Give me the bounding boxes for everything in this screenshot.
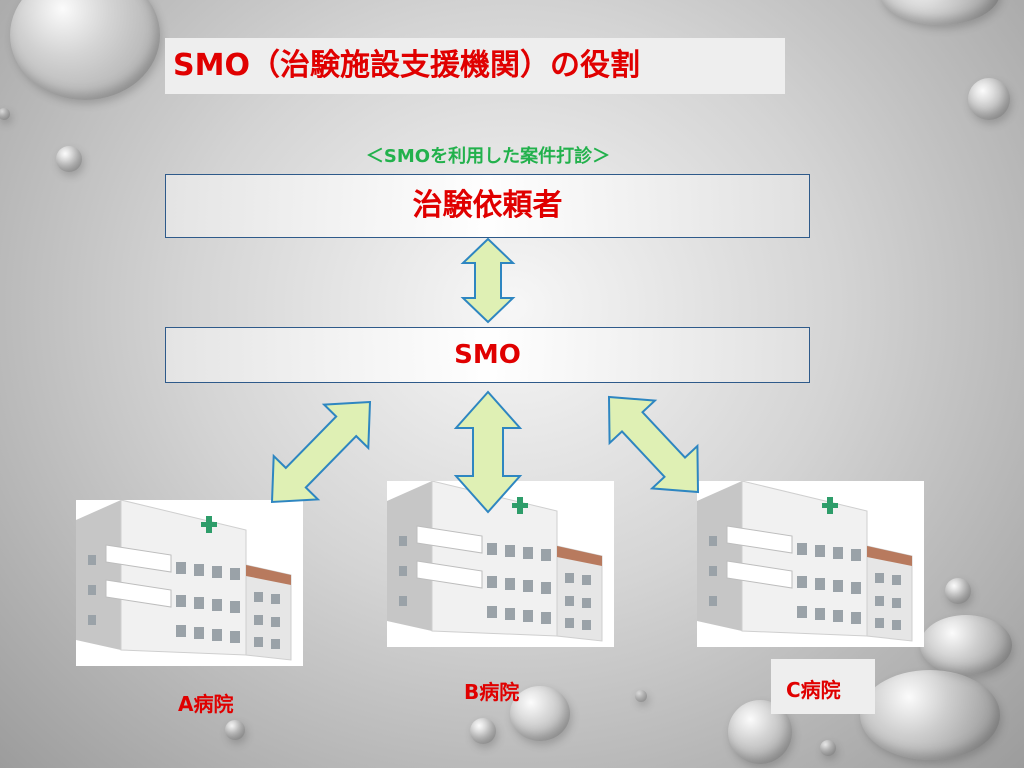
slide-title: SMO（治験施設支援機関）の役割 <box>165 38 785 94</box>
hospital-c-label-box <box>771 659 875 714</box>
arrow-smo-hospital-b <box>453 390 523 514</box>
diagram-subtitle: ＜SMOを利用した案件打診＞ <box>365 146 611 167</box>
water-drop-decoration <box>968 78 1010 120</box>
hospital-c-image <box>697 481 924 647</box>
water-drop-decoration <box>470 718 496 744</box>
water-drop-decoration <box>820 740 836 756</box>
water-drop-decoration <box>635 690 647 702</box>
arrow-sponsor-smo <box>460 237 516 324</box>
hospital-b-image <box>387 481 614 647</box>
hospital-a-label: A病院 <box>178 692 234 716</box>
arrow-smo-hospital-a <box>270 400 372 504</box>
sponsor-box: 治験依頼者 <box>165 174 810 238</box>
water-drop-decoration <box>860 670 1000 760</box>
sponsor-label: 治験依頼者 <box>412 188 563 223</box>
hospital-building-icon <box>387 481 603 642</box>
hospital-c-label: C病院 <box>786 678 841 702</box>
smo-box: SMO <box>165 327 810 383</box>
water-drop-decoration <box>0 108 10 120</box>
water-drop-decoration <box>225 720 245 740</box>
hospital-b-label: B病院 <box>464 680 520 704</box>
hospital-a-image <box>76 500 303 666</box>
smo-label: SMO <box>454 340 521 370</box>
hospital-building-icon <box>697 481 913 642</box>
water-drop-decoration <box>56 146 82 172</box>
hospital-building-icon <box>76 500 292 661</box>
water-drop-decoration <box>920 615 1012 675</box>
arrow-smo-hospital-c <box>607 395 700 494</box>
water-drop-decoration <box>510 686 570 741</box>
water-drop-decoration <box>10 0 160 100</box>
slide-title-text: SMO（治験施設支援機関）の役割 <box>173 48 640 83</box>
water-drop-decoration <box>945 578 971 604</box>
